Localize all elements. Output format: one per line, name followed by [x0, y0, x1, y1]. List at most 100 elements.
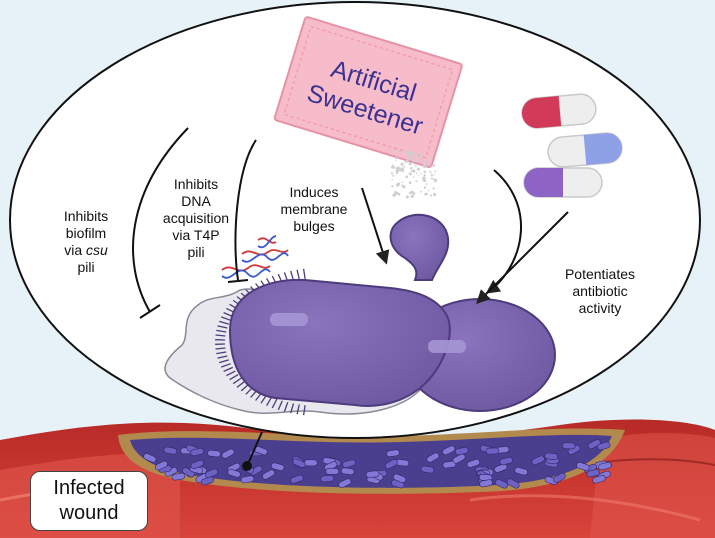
- pilus: [215, 334, 226, 337]
- powder-grain: [434, 170, 437, 173]
- label-line: via T4P: [172, 227, 220, 243]
- powder-grain: [430, 162, 433, 164]
- wound-bacterium: [442, 445, 456, 456]
- wound-label-line: wound: [59, 502, 119, 524]
- wound-bacterium: [598, 461, 612, 471]
- powder-grain: [412, 176, 415, 178]
- powder-grain: [414, 164, 416, 166]
- pilus: [216, 329, 227, 333]
- powder-grain: [401, 151, 404, 154]
- powder-grain: [410, 194, 414, 199]
- powder-grain: [423, 186, 427, 189]
- wound-bacterium: [227, 468, 241, 478]
- wound-bacterium: [586, 469, 600, 478]
- powder-grain: [408, 181, 412, 185]
- wound-bacterium: [204, 468, 219, 478]
- wound-bacterium: [562, 442, 576, 450]
- label-line: activity: [578, 300, 622, 316]
- powder-grain: [430, 165, 432, 168]
- label-inhibits-dna: Inhibits DNA acquisition via T4P pili: [155, 176, 237, 261]
- powder-grain: [419, 155, 422, 158]
- powder-grain: [394, 156, 397, 159]
- pilus: [219, 359, 229, 364]
- powder-grain: [401, 168, 403, 170]
- powder-grain: [405, 150, 408, 152]
- wound-bacterium: [190, 459, 204, 470]
- pilus: [296, 404, 300, 415]
- pilus: [266, 396, 273, 407]
- label-inhibits-biofilm: Inhibits biofilm via csu pili: [44, 208, 128, 276]
- infected-wound-label: Infected wound: [30, 471, 148, 531]
- wound-bacterium: [576, 462, 590, 471]
- powder-grain: [397, 157, 399, 159]
- powder-grain: [432, 164, 436, 167]
- label-induces-bulges: Induces membrane bulges: [268, 184, 360, 235]
- powder-grain: [410, 170, 413, 173]
- pilus: [277, 400, 283, 411]
- wound-bacterium: [163, 446, 178, 455]
- powder-grain: [392, 174, 395, 177]
- dna-helix-icon: [221, 235, 289, 279]
- powder-grain: [407, 157, 411, 161]
- powder-grain: [412, 192, 416, 195]
- powder-grain: [425, 183, 428, 185]
- powder-grain: [418, 167, 420, 170]
- wound-bacterium: [270, 462, 285, 471]
- wound-bacteria-cluster: [143, 439, 612, 489]
- sweetener-powder: [390, 149, 438, 199]
- wound-bacterium: [479, 479, 493, 488]
- powder-grain: [392, 164, 395, 167]
- powder-grain: [396, 166, 400, 170]
- wound-bacterium: [514, 467, 528, 476]
- wound-bacterium: [442, 460, 457, 469]
- powder-grain: [418, 175, 420, 177]
- label-line: pili: [77, 259, 95, 275]
- wound-bacterium: [506, 478, 520, 489]
- wound-bacterium: [384, 459, 398, 470]
- powder-grain: [400, 162, 404, 166]
- powder-grain: [423, 170, 426, 174]
- powder-grain: [423, 179, 427, 182]
- inhibition-arrows: [132, 127, 257, 319]
- powder-grain: [402, 185, 406, 189]
- powder-grain: [391, 185, 394, 188]
- activation-arrows: [361, 169, 569, 304]
- label-line: DNA: [181, 193, 211, 209]
- pilus: [271, 398, 278, 409]
- powder-grain: [420, 157, 423, 159]
- wound-bacterium: [393, 473, 407, 483]
- powder-grain: [397, 192, 401, 196]
- label-line: biofilm: [65, 225, 107, 241]
- powder-grain: [405, 175, 409, 178]
- wound-bacterium: [325, 468, 340, 475]
- pilus: [290, 403, 295, 414]
- wound-bacterium: [499, 456, 513, 466]
- label-line: acquisition: [162, 210, 230, 226]
- powder-grain: [393, 166, 396, 169]
- label-line: bulges: [293, 218, 335, 234]
- wound-bacterium: [420, 465, 435, 474]
- powder-grain: [416, 154, 420, 158]
- powder-grain: [394, 152, 397, 155]
- powder-grain: [420, 190, 422, 193]
- powder-grain: [395, 159, 397, 161]
- powder-grain: [430, 153, 433, 157]
- pilus: [232, 377, 242, 385]
- pilus: [220, 363, 231, 368]
- label-line: Potentiates: [564, 266, 636, 282]
- powder-grain: [406, 152, 410, 156]
- powder-grain: [422, 179, 425, 182]
- wound-bacterium: [290, 474, 304, 484]
- pilus: [296, 269, 300, 280]
- powder-grain: [404, 160, 407, 163]
- wound-bacterium: [587, 439, 601, 450]
- pilus: [217, 355, 228, 359]
- powder-grain: [395, 171, 398, 174]
- wound-bacterium: [221, 448, 235, 459]
- powder-grain: [422, 161, 427, 165]
- wound-bacterium: [320, 475, 335, 483]
- powder-grain: [410, 166, 413, 170]
- wound-bacterium: [466, 458, 481, 468]
- powder-grain: [408, 162, 412, 166]
